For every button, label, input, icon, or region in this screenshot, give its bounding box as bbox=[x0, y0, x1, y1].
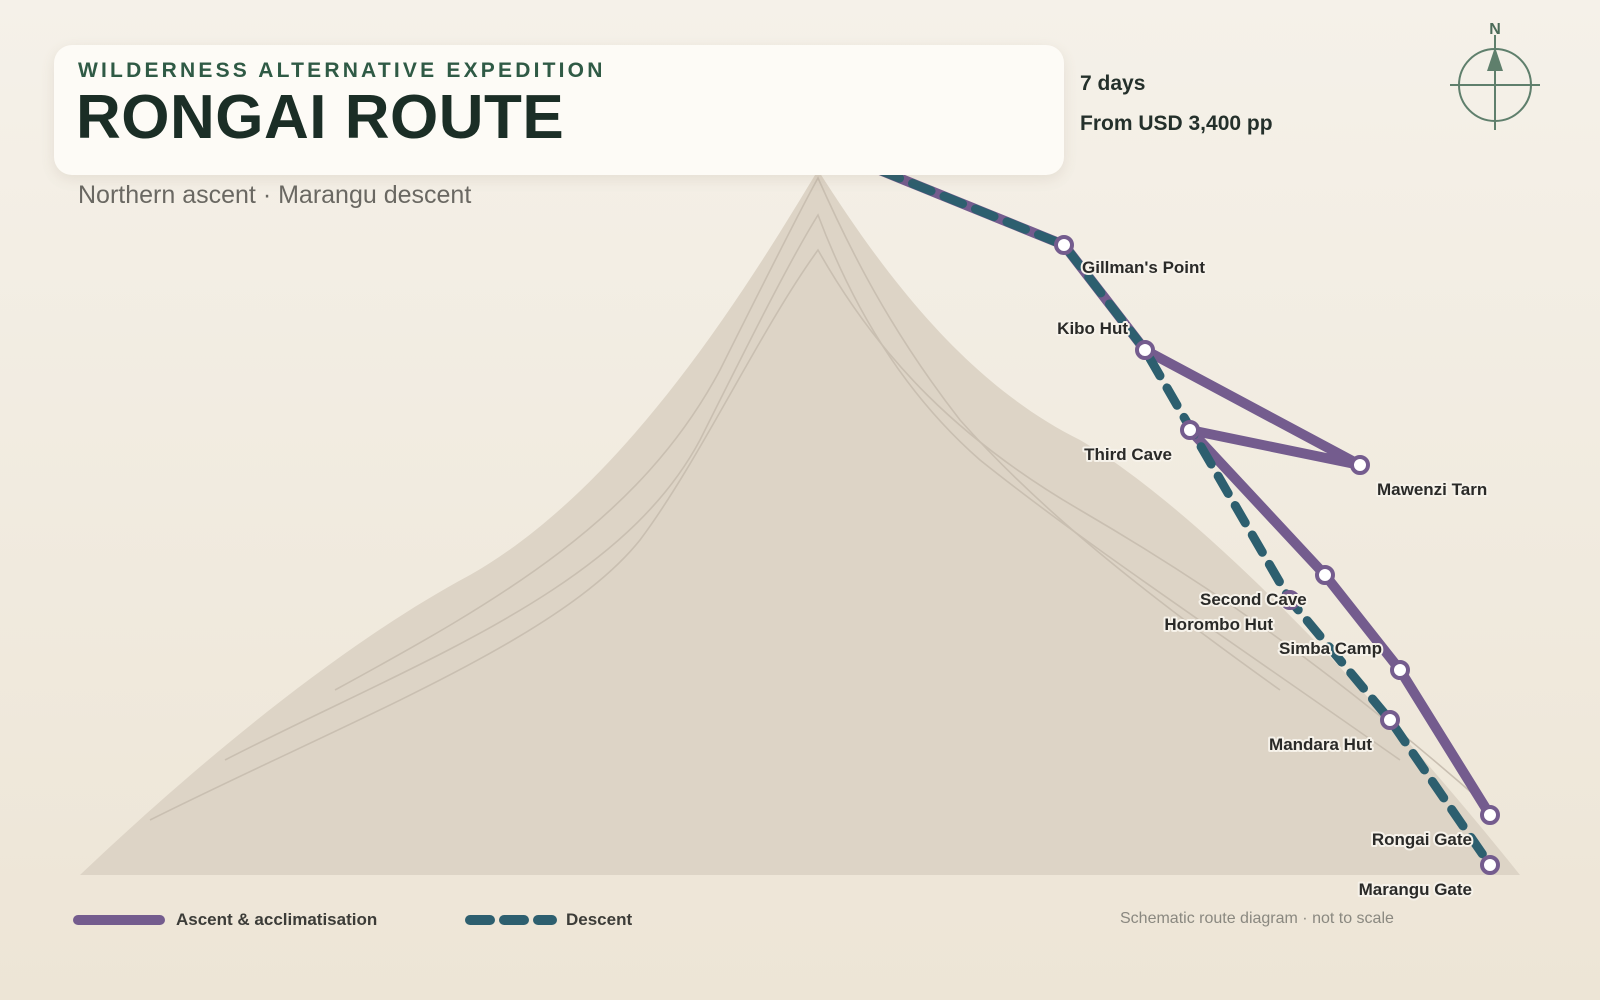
stop-label-marangu-gate: Marangu Gate bbox=[1359, 880, 1472, 899]
page-title: RONGAI ROUTE bbox=[76, 83, 565, 152]
trip-price: From USD 3,400 pp bbox=[1080, 112, 1273, 135]
stop-label-second-cave: Second Cave bbox=[1200, 590, 1307, 609]
stop-marker-gillmans-point[interactable] bbox=[1054, 235, 1074, 255]
title-card: WILDERNESS ALTERNATIVE EXPEDITION RONGAI… bbox=[54, 45, 1064, 175]
stop-marker-third-cave[interactable] bbox=[1180, 420, 1200, 440]
legend-descent-label: Descent bbox=[566, 910, 633, 929]
stop-label-rongai-gate: Rongai Gate bbox=[1372, 830, 1472, 849]
route-subtitle: Northern ascent · Marangu descent bbox=[78, 181, 472, 209]
stop-label-third-cave: Third Cave bbox=[1084, 445, 1172, 464]
compass-rose-icon: N bbox=[1450, 21, 1540, 130]
trip-duration: 7 days bbox=[1080, 72, 1146, 95]
stop-marker-horombo-hut[interactable] bbox=[1280, 590, 1300, 610]
expedition-eyebrow: WILDERNESS ALTERNATIVE EXPEDITION bbox=[78, 59, 606, 82]
stop-marker-simba-camp[interactable] bbox=[1390, 660, 1410, 680]
mountain-silhouette bbox=[80, 170, 1520, 875]
stop-marker-marangu-gate[interactable] bbox=[1480, 855, 1500, 875]
stop-marker-kibo-hut[interactable] bbox=[1135, 340, 1155, 360]
stop-marker-mandara-hut[interactable] bbox=[1380, 710, 1400, 730]
stop-marker-mawenzi-tarn[interactable] bbox=[1350, 455, 1370, 475]
stop-label-kibo-hut: Kibo Hut bbox=[1057, 319, 1128, 338]
stop-marker-second-cave[interactable] bbox=[1315, 565, 1335, 585]
routes-layer bbox=[813, 140, 1495, 870]
stop-label-simba-camp: Simba Camp bbox=[1279, 639, 1382, 658]
compass-north-label: N bbox=[1489, 21, 1501, 38]
stop-label-horombo-hut: Horombo Hut bbox=[1164, 615, 1273, 634]
diagram-footnote: Schematic route diagram · not to scale bbox=[1120, 910, 1394, 927]
stops-layer bbox=[804, 131, 1500, 875]
legend-ascent-label: Ascent & acclimatisation bbox=[176, 910, 378, 929]
descent-route-line bbox=[813, 140, 1495, 870]
stop-label-mawenzi-tarn: Mawenzi Tarn bbox=[1377, 480, 1487, 499]
stop-label-gillmans-point: Gillman's Point bbox=[1082, 258, 1205, 277]
stop-label-mandara-hut: Mandara Hut bbox=[1269, 735, 1372, 754]
stop-marker-rongai-gate[interactable] bbox=[1480, 805, 1500, 825]
